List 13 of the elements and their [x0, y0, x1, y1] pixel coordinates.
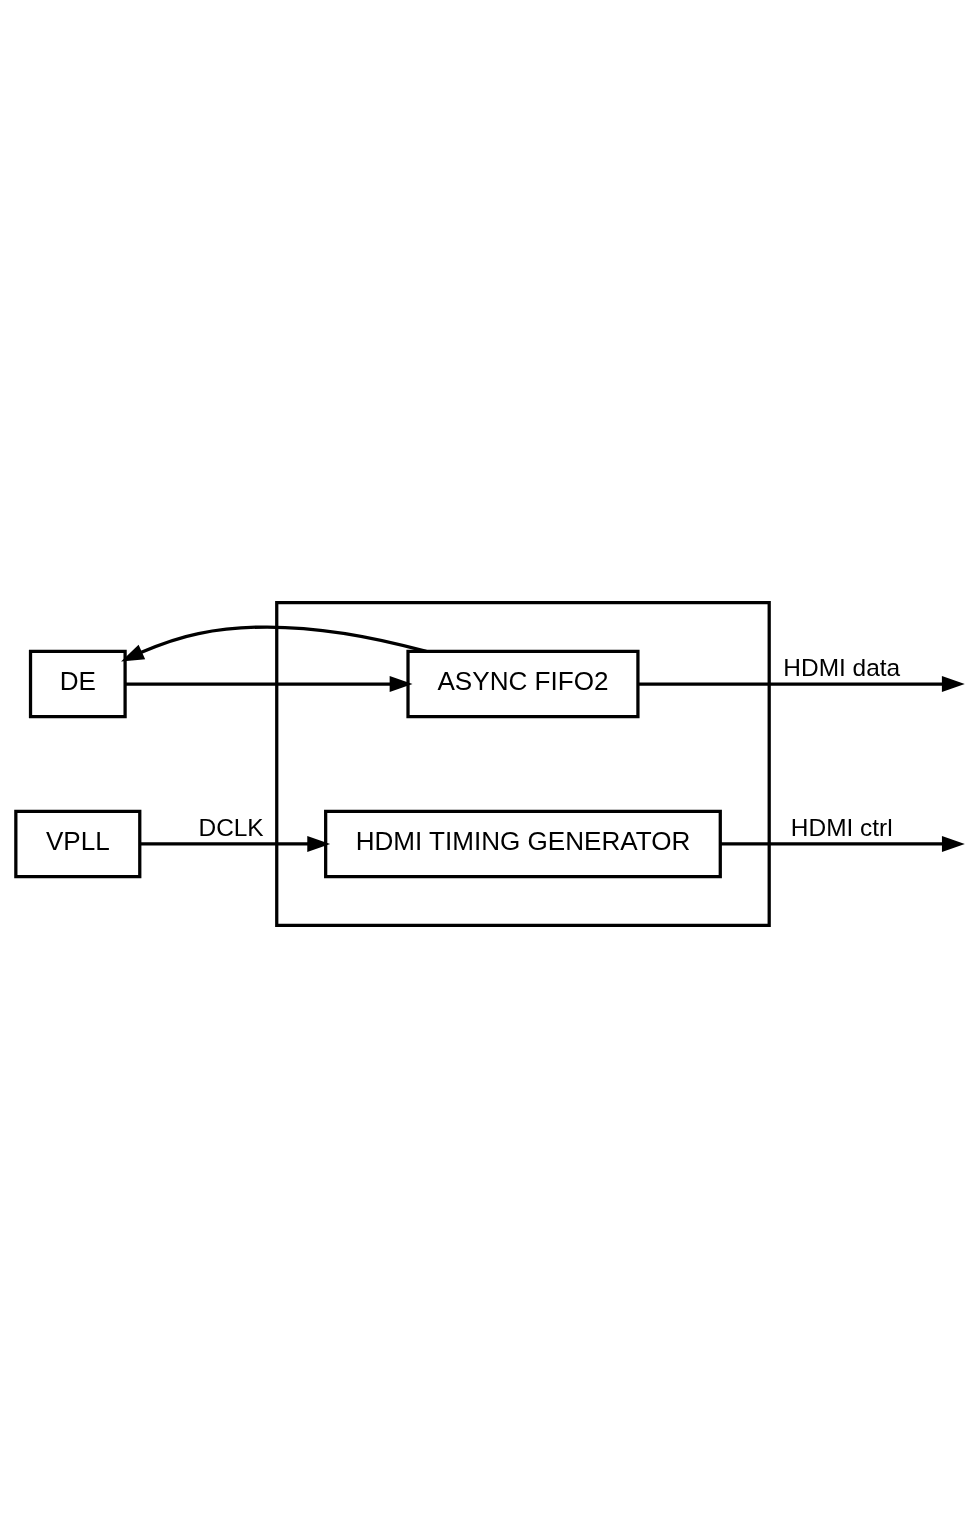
arrow — [121, 625, 427, 662]
arrow — [125, 676, 413, 693]
edge-label: DCLK — [198, 813, 264, 841]
node-box: VPLL — [14, 809, 142, 879]
node-box: HDMI TIMING GENERATOR — [324, 809, 722, 879]
edge-label: HDMI ctrl — [790, 813, 893, 841]
arrow — [720, 835, 965, 852]
node-box: ASYNC FIFO2 — [406, 649, 640, 719]
arrow — [139, 835, 331, 852]
edge-label: HDMI data — [783, 653, 901, 681]
arrow — [638, 676, 965, 693]
cluster — [275, 600, 771, 928]
node-box: DE — [28, 649, 127, 719]
